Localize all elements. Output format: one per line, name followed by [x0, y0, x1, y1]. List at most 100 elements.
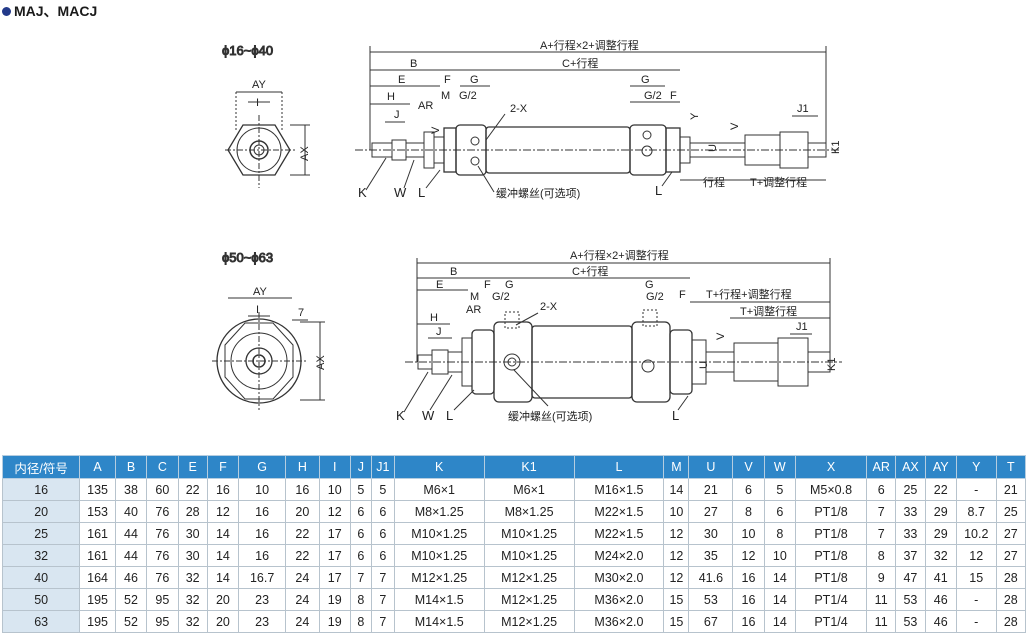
label-L-1: L: [418, 185, 425, 200]
table-cell: M6×1: [393, 478, 485, 501]
table-cell: M30×2.0: [573, 566, 665, 589]
dim-K1-1: K1: [830, 141, 842, 154]
table-cell: 37: [895, 544, 926, 567]
table-cell: M22×1.5: [573, 500, 665, 523]
table-cell: 76: [146, 544, 179, 567]
table-cell: -: [955, 588, 997, 611]
bore-cell: 63: [1, 610, 81, 633]
table-cell: 17: [318, 544, 351, 567]
table-cell: -: [955, 610, 997, 633]
table-cell: 6: [349, 544, 372, 567]
table-cell: 6: [763, 500, 797, 523]
bore-cell: 32: [1, 544, 81, 567]
dim-J-1: J: [394, 109, 400, 121]
table-cell: 38: [114, 478, 148, 501]
table-cell: 11: [866, 588, 897, 611]
table-cell: M6×1: [483, 478, 575, 501]
table-cell: 6: [866, 478, 897, 501]
table-cell: 12: [318, 500, 351, 523]
table-cell: 7: [866, 500, 897, 523]
dim-C-1: C+行程: [562, 57, 598, 70]
table-cell: 14: [763, 610, 797, 633]
header-G: G: [238, 455, 287, 479]
table-cell: 22: [285, 544, 320, 567]
dim-E-1: E: [398, 74, 405, 86]
table-cell: M10×1.25: [393, 544, 485, 567]
bore-cell: 50: [1, 588, 81, 611]
dim-I-2: I: [256, 304, 259, 316]
dim-AX-2: AX: [315, 355, 327, 370]
size-label-2: ϕ50~ϕ63: [222, 250, 273, 265]
table-cell: 14: [763, 588, 797, 611]
dim-7-2: 7: [298, 307, 304, 319]
table-cell: 52: [114, 610, 148, 633]
header-A: A: [79, 455, 116, 479]
table-cell: 17: [318, 522, 351, 545]
table-cell: M8×1.25: [483, 500, 575, 523]
dim-M-2: M: [470, 291, 479, 303]
table-cell: 20: [206, 588, 240, 611]
table-cell: 25: [995, 500, 1027, 523]
dim-G2-right-2: G/2: [646, 291, 664, 303]
table-cell: 12: [663, 544, 690, 567]
dim-G2-2: G/2: [492, 291, 510, 303]
table-cell: 47: [895, 566, 926, 589]
table-cell: 30: [688, 522, 734, 545]
section-title-text: MAJ、MACJ: [14, 3, 98, 19]
table-cell: M5×0.8: [794, 478, 868, 501]
dim-F-1: F: [444, 74, 451, 86]
table-cell: 41.6: [688, 566, 734, 589]
dim-U-1: U: [707, 144, 719, 152]
table-cell: 41: [924, 566, 957, 589]
dim-J1-2: J1: [796, 321, 808, 333]
dim-B-1: B: [410, 58, 417, 70]
bore-cell: 40: [1, 566, 81, 589]
table-cell: 46: [924, 610, 957, 633]
bullet-dot-icon: [2, 6, 11, 16]
table-cell: 15: [663, 588, 690, 611]
header-B: B: [114, 455, 148, 479]
header-M: M: [663, 455, 690, 479]
dim-C-2: C+行程: [572, 265, 608, 278]
table-cell: 16: [285, 478, 320, 501]
dim-V-1: V: [430, 126, 442, 134]
table-cell: 76: [146, 500, 179, 523]
table-cell: 44: [114, 544, 148, 567]
label-cushion-1: 缓冲螺丝(可选项): [496, 186, 580, 200]
header-T: T: [995, 455, 1027, 479]
table-cell: 12: [732, 544, 765, 567]
table-cell: 7: [349, 566, 372, 589]
table-cell: 6: [349, 522, 372, 545]
section-title: MAJ、MACJ: [2, 1, 97, 21]
label-K-1: K: [358, 185, 367, 200]
table-cell: PT1/4: [794, 588, 868, 611]
dim-M-1: M: [441, 90, 450, 102]
table-cell: 12: [206, 500, 240, 523]
dim-E-2: E: [436, 279, 443, 291]
dim-AR-1: AR: [418, 100, 433, 112]
side-view-2: A+行程×2+调整行程 B C+行程 E F G M G/2 AR 2-X H …: [396, 248, 842, 423]
dim-T-stroke-adjust-2: T+行程+调整行程: [706, 287, 792, 301]
table-cell: 7: [370, 588, 395, 611]
dim-AX-1: AX: [299, 146, 311, 161]
table-cell: 33: [895, 522, 926, 545]
table-cell: M12×1.25: [483, 566, 575, 589]
header-I: I: [318, 455, 351, 479]
table-cell: 22: [177, 478, 208, 501]
table-cell: 19: [318, 588, 351, 611]
table-cell: 14: [663, 478, 690, 501]
table-cell: 7: [866, 522, 897, 545]
table-cell: 8: [866, 544, 897, 567]
table-cell: M10×1.25: [483, 522, 575, 545]
table-cell: 195: [79, 588, 116, 611]
dim-K1-2: K1: [826, 358, 838, 371]
table-cell: 23: [238, 610, 287, 633]
table-cell: 30: [177, 544, 208, 567]
dim-A-2: A+行程×2+调整行程: [570, 248, 669, 262]
header-bore: 内径/符号: [1, 455, 81, 479]
table-cell: 6: [370, 544, 395, 567]
table-cell: 53: [895, 610, 926, 633]
